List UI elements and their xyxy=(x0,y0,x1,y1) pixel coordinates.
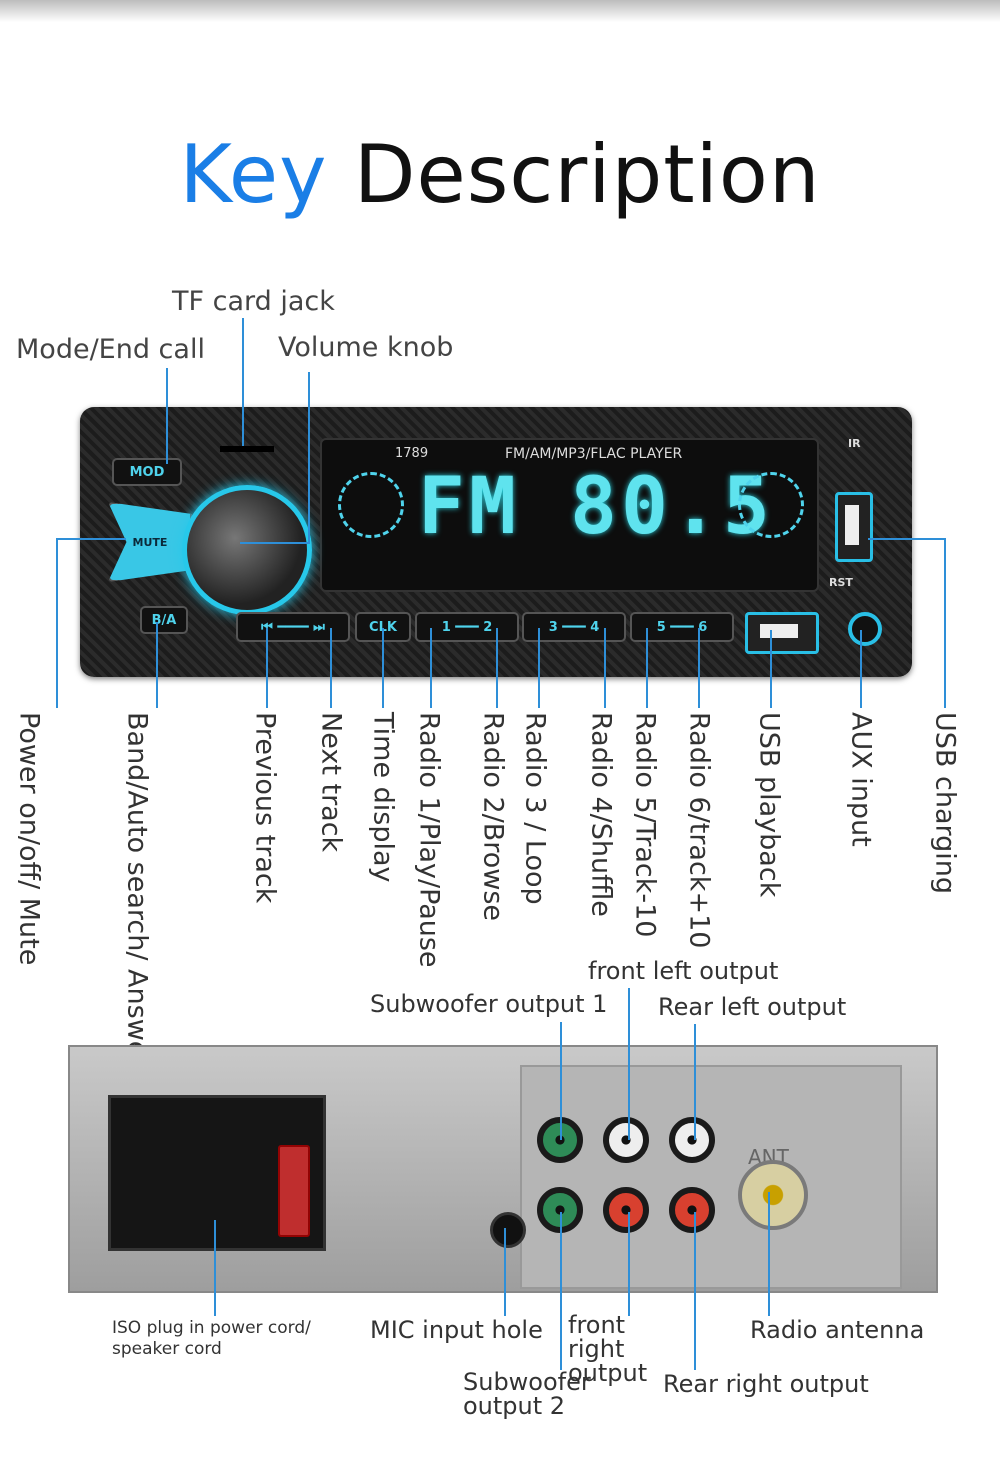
display-model: 1789 xyxy=(395,446,429,461)
pointer-charge xyxy=(944,538,946,708)
pointer-mode xyxy=(166,368,168,464)
rca-sub1[interactable] xyxy=(537,1117,583,1163)
label-r4: Radio 4/Shuffle xyxy=(585,712,617,917)
left-speaker-icon xyxy=(338,472,404,538)
pointer-usb xyxy=(770,630,772,708)
pointer-aux xyxy=(860,630,862,708)
pointer-volume-h xyxy=(240,542,310,544)
pointer-r4 xyxy=(604,628,606,708)
rca-plate xyxy=(520,1065,902,1289)
label-sub1: Subwoofer output 1 xyxy=(370,990,608,1018)
pointer-mic xyxy=(504,1228,506,1316)
display-frequency: 80.5 xyxy=(570,462,774,552)
label-rear-right: Rear right output xyxy=(663,1370,869,1398)
label-prev: Previous track xyxy=(249,712,281,904)
pointer-clk xyxy=(382,628,384,708)
right-speaker-icon xyxy=(738,472,804,538)
pointer-r2 xyxy=(496,628,498,708)
volume-knob[interactable] xyxy=(182,485,312,615)
pointer-mute xyxy=(56,538,58,708)
label-volume: Volume knob xyxy=(278,332,454,363)
pointer-r3 xyxy=(538,628,540,708)
pointer-rear-left xyxy=(694,1024,696,1140)
label-rear-left: Rear left output xyxy=(658,993,847,1021)
preset-5-6-button[interactable]: 5 ━━━ 6 xyxy=(630,612,734,642)
usb-playback-port[interactable] xyxy=(745,612,819,654)
pointer-tf xyxy=(242,318,244,446)
pointer-volume xyxy=(308,372,310,544)
label-front-right: front right output xyxy=(568,1311,648,1387)
preset-3-4-button[interactable]: 3 ━━━ 4 xyxy=(522,612,626,642)
label-r1: Radio 1/Play/Pause xyxy=(413,712,445,968)
pointer-r6 xyxy=(698,628,700,708)
prev-next-button[interactable]: ⏮ ━━━━ ⏭ xyxy=(236,612,350,642)
label-tf-card: TF card jack xyxy=(172,286,335,317)
pointer-prev xyxy=(266,628,268,708)
rst-label: RST xyxy=(829,576,853,589)
pointer-iso xyxy=(214,1220,216,1316)
display-band: FM xyxy=(418,462,520,552)
display-screen xyxy=(320,438,819,592)
pointer-sub1 xyxy=(560,1022,562,1140)
label-radio-antenna: Radio antenna xyxy=(750,1316,925,1344)
label-aux: AUX input xyxy=(845,712,877,847)
fuse xyxy=(278,1145,310,1237)
mode-button[interactable]: MOD xyxy=(112,458,182,486)
pointer-antenna xyxy=(768,1192,770,1316)
label-power: Power on/off/ Mute xyxy=(13,712,45,966)
pointer-rear-right xyxy=(694,1212,696,1370)
label-charge: USB charging xyxy=(929,712,961,895)
preset-1-2-button[interactable]: 1 ━━━ 2 xyxy=(415,612,519,642)
page-title: Key Description xyxy=(179,128,821,221)
label-mode: Mode/End call xyxy=(16,334,205,365)
label-usb: USB playback xyxy=(753,712,785,898)
tf-card-slot xyxy=(220,446,274,452)
label-r6: Radio 6/track+10 xyxy=(683,712,715,949)
pointer-front-right xyxy=(628,1212,630,1316)
pointer-sub2 xyxy=(560,1212,562,1370)
label-front-left: front left output xyxy=(588,957,779,985)
pointer-mute-h xyxy=(56,538,126,540)
usb-charging-port[interactable] xyxy=(835,492,873,562)
pointer-ba xyxy=(156,622,158,708)
aux-input-jack[interactable] xyxy=(848,612,882,646)
top-shadow xyxy=(0,0,1000,22)
pointer-r1 xyxy=(430,628,432,708)
pointer-r5 xyxy=(646,628,648,708)
display-player-title: FM/AM/MP3/FLAC PLAYER xyxy=(505,446,683,462)
label-r2: Radio 2/Browse xyxy=(477,712,509,922)
antenna-jack[interactable] xyxy=(738,1160,808,1230)
ir-label: IR xyxy=(848,437,861,450)
pointer-next xyxy=(330,628,332,708)
mic-jack[interactable] xyxy=(490,1212,526,1248)
label-next: Next track xyxy=(315,712,347,853)
label-time: Time display xyxy=(367,712,399,883)
band-button[interactable]: B/A xyxy=(140,606,188,634)
pointer-charge-h xyxy=(868,538,946,540)
label-sub2: Subwoofer output 2 xyxy=(463,1368,591,1420)
pointer-front-left xyxy=(628,988,630,1140)
label-r3: Radio 3 / Loop xyxy=(519,712,551,905)
rca-front-left[interactable] xyxy=(603,1117,649,1163)
rca-front-right[interactable] xyxy=(603,1187,649,1233)
label-r5: Radio 5/Track-10 xyxy=(629,712,661,938)
label-mic: MIC input hole xyxy=(370,1316,543,1344)
label-iso: ISO plug in power cord/ speaker cord xyxy=(112,1318,311,1359)
rca-rear-left[interactable] xyxy=(669,1117,715,1163)
rca-rear-right[interactable] xyxy=(669,1187,715,1233)
